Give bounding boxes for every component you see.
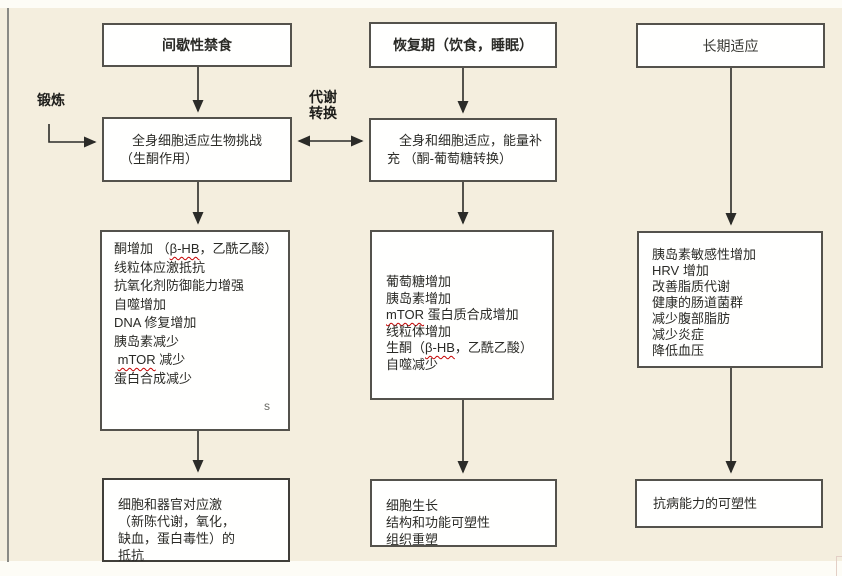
- corner-fragment: [836, 556, 842, 576]
- text-line: 酮增加 （β-HB，乙酰乙酸）: [114, 241, 278, 256]
- text-line: （生酮作用）: [120, 150, 199, 166]
- text-line: 细胞生长: [386, 498, 439, 513]
- text-line: 充 （酮-葡萄糖转换）: [387, 151, 512, 166]
- text-line: mTOR 蛋白质合成增加: [386, 307, 519, 322]
- longterm-header-label: 长期适应: [702, 37, 759, 54]
- fasting-header-label: 间歇性禁食: [162, 37, 232, 53]
- fasting-effects-box: s 酮增加 （β-HB，乙酰乙酸） 线粒体应激抵抗抗氧化剂防御能力增强自噬增加 DN…: [100, 230, 290, 431]
- spellcheck-term: mTOR: [386, 307, 425, 322]
- text-line: 结构和功能可塑性: [386, 515, 491, 530]
- longterm-outcome-box: 抗病能力的可塑性: [635, 479, 823, 528]
- recovery-header-box: 恢复期（饮食，睡眠）: [369, 22, 557, 68]
- text-line: 抗氧化剂防御能力增强: [114, 278, 245, 293]
- spellcheck-term: mTOR: [117, 352, 156, 367]
- text-line: 自噬减少: [386, 356, 439, 372]
- text-line: 胰岛素减少: [114, 333, 180, 349]
- text-line: 健康的肠道菌群: [652, 295, 744, 310]
- text-line: HRV 增加: [652, 263, 709, 278]
- text-line: mTOR 减少: [117, 352, 186, 367]
- longterm-header-box: 长期适应: [636, 23, 825, 68]
- text-line: 自噬增加: [114, 296, 167, 312]
- spellcheck-term: β-HB: [169, 241, 200, 256]
- recovery-adaptation-box: 全身和细胞适应，能量补充 （酮-葡萄糖转换）: [369, 118, 557, 182]
- text-line: 降低血压: [652, 343, 705, 358]
- exercise-label: 锻炼: [37, 92, 65, 108]
- text-line: 抗病能力的可塑性: [653, 496, 758, 511]
- text-line: 线粒体应激抵抗: [114, 259, 206, 275]
- text-line: （新陈代谢，氧化，: [118, 514, 236, 529]
- fasting-header-box: 间歇性禁食: [102, 23, 292, 67]
- text-line: 缺血，蛋白毒性）的: [118, 531, 236, 546]
- stray-s-artifact: s: [264, 398, 270, 413]
- text-line: 线粒体增加: [386, 323, 452, 339]
- left-border-rule: [7, 8, 9, 562]
- text-line: 胰岛素敏感性增加: [652, 247, 757, 262]
- fasting-outcome-box: 细胞和器官对应激 （新陈代谢，氧化， 缺血，蛋白毒性）的抵抗: [102, 478, 290, 563]
- text-line: 生酮（β-HB，乙酰乙酸）: [386, 340, 533, 355]
- text-line: DNA 修复增加: [114, 315, 197, 330]
- text-line: 改善脂质代谢: [652, 279, 731, 294]
- text-line: 胰岛素增加: [386, 290, 452, 306]
- text-line: 组织重塑: [386, 532, 439, 547]
- text-line: 减少炎症: [652, 327, 705, 342]
- spellcheck-term: β-HB: [425, 340, 455, 355]
- text-line: 抵抗: [118, 548, 145, 563]
- text-line: 减少腹部脂肪: [652, 311, 731, 326]
- text-line: 全身和细胞适应，能量补: [399, 133, 543, 148]
- metabolic-switch-label: 代谢 转换: [309, 89, 337, 121]
- fasting-adaptation-box: 全身细胞适应生物挑战 （生酮作用）: [102, 117, 292, 182]
- recovery-header-label: 恢复期（饮食，睡眠）: [393, 37, 533, 53]
- text-line: 蛋白合成减少: [114, 370, 193, 386]
- text-line: 葡萄糖增加: [386, 274, 452, 289]
- text-line: 细胞和器官对应激: [118, 497, 223, 512]
- text-line: 全身细胞适应生物挑战: [132, 132, 263, 148]
- recovery-outcome-box: 细胞生长结构和功能可塑性组织重塑: [370, 479, 557, 547]
